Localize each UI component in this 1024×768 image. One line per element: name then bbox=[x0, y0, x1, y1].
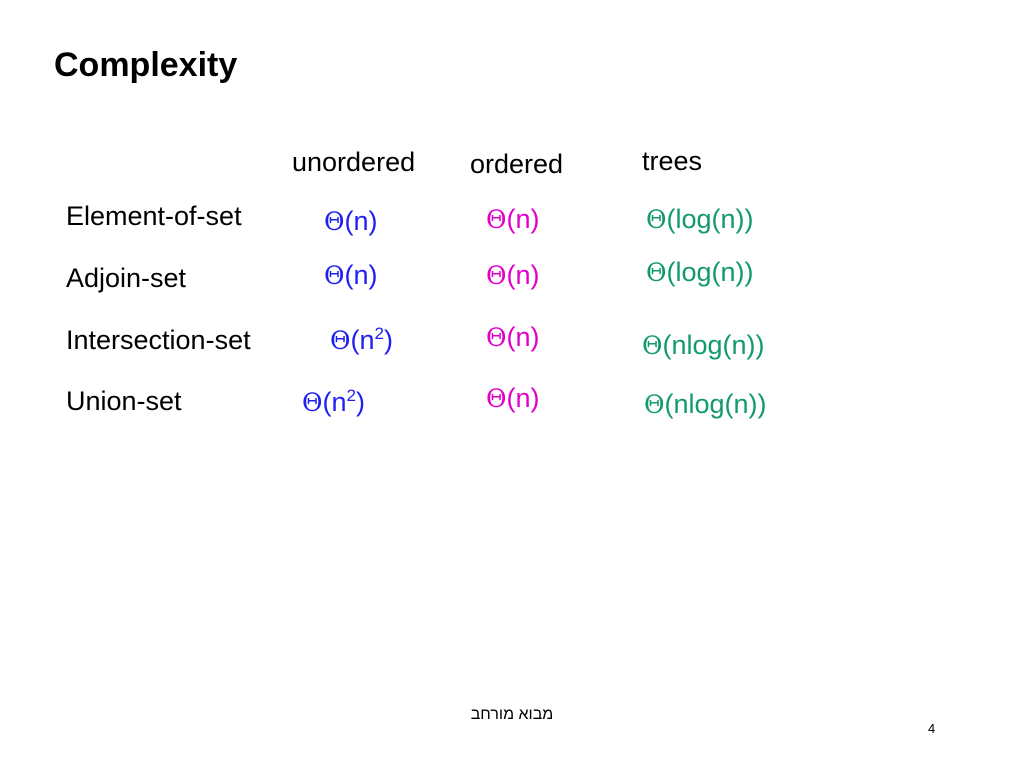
theta-symbol: Θ bbox=[486, 323, 507, 352]
cell-adjoin-set-trees: Θ(log(n)) bbox=[646, 256, 754, 289]
theta-symbol: Θ bbox=[324, 261, 345, 290]
complexity-expr: (nlog(n)) bbox=[662, 330, 765, 360]
cell-adjoin-set-unordered: Θ(n) bbox=[324, 259, 378, 292]
cell-adjoin-set-ordered: Θ(n) bbox=[486, 259, 540, 292]
slide-title: Complexity bbox=[54, 46, 238, 84]
cell-union-set-ordered: Θ(n) bbox=[486, 382, 540, 415]
complexity-expr: (n) bbox=[506, 260, 540, 290]
theta-symbol: Θ bbox=[330, 326, 351, 355]
complexity-expr: (n) bbox=[506, 383, 540, 413]
cell-union-set-unordered: Θ(n2) bbox=[302, 386, 365, 419]
complexity-expr: (n bbox=[322, 387, 347, 417]
theta-symbol: Θ bbox=[642, 331, 663, 360]
column-header-ordered: ordered bbox=[470, 149, 564, 179]
complexity-expr-tail: ) bbox=[383, 325, 393, 355]
complexity-expr: (n) bbox=[506, 322, 540, 352]
row-label-union-set: Union-set bbox=[66, 386, 182, 416]
theta-symbol: Θ bbox=[486, 261, 507, 290]
page-number: 4 bbox=[928, 721, 936, 736]
row-label-intersection-set: Intersection-set bbox=[66, 325, 251, 355]
exponent: 2 bbox=[346, 386, 356, 405]
theta-symbol: Θ bbox=[302, 388, 323, 417]
cell-intersection-set-unordered: Θ(n2) bbox=[330, 324, 393, 357]
column-header-unordered: unordered bbox=[292, 147, 416, 177]
complexity-expr: (n) bbox=[506, 204, 540, 234]
theta-symbol: Θ bbox=[486, 205, 507, 234]
exponent: 2 bbox=[374, 324, 384, 343]
theta-symbol: Θ bbox=[646, 258, 667, 287]
complexity-expr: (n) bbox=[344, 206, 378, 236]
cell-intersection-set-ordered: Θ(n) bbox=[486, 321, 540, 354]
row-label-adjoin-set: Adjoin-set bbox=[66, 263, 187, 293]
cell-element-of-set-ordered: Θ(n) bbox=[486, 203, 540, 236]
complexity-expr: (nlog(n)) bbox=[664, 389, 767, 419]
column-header-trees: trees bbox=[642, 146, 703, 176]
theta-symbol: Θ bbox=[324, 207, 345, 236]
cell-element-of-set-trees: Θ(log(n)) bbox=[646, 203, 754, 236]
complexity-expr: (n) bbox=[344, 260, 378, 290]
cell-union-set-trees: Θ(nlog(n)) bbox=[644, 388, 767, 421]
theta-symbol: Θ bbox=[646, 205, 667, 234]
complexity-expr: (log(n)) bbox=[666, 204, 754, 234]
cell-element-of-set-unordered: Θ(n) bbox=[324, 205, 378, 238]
cell-intersection-set-trees: Θ(nlog(n)) bbox=[642, 329, 765, 362]
complexity-expr: (n bbox=[350, 325, 375, 355]
theta-symbol: Θ bbox=[486, 384, 507, 413]
complexity-expr: (log(n)) bbox=[666, 257, 754, 287]
theta-symbol: Θ bbox=[644, 390, 665, 419]
complexity-expr-tail: ) bbox=[355, 387, 365, 417]
row-label-element-of-set: Element-of-set bbox=[66, 201, 242, 231]
slide-footer: מבוא מורחב bbox=[470, 706, 554, 723]
